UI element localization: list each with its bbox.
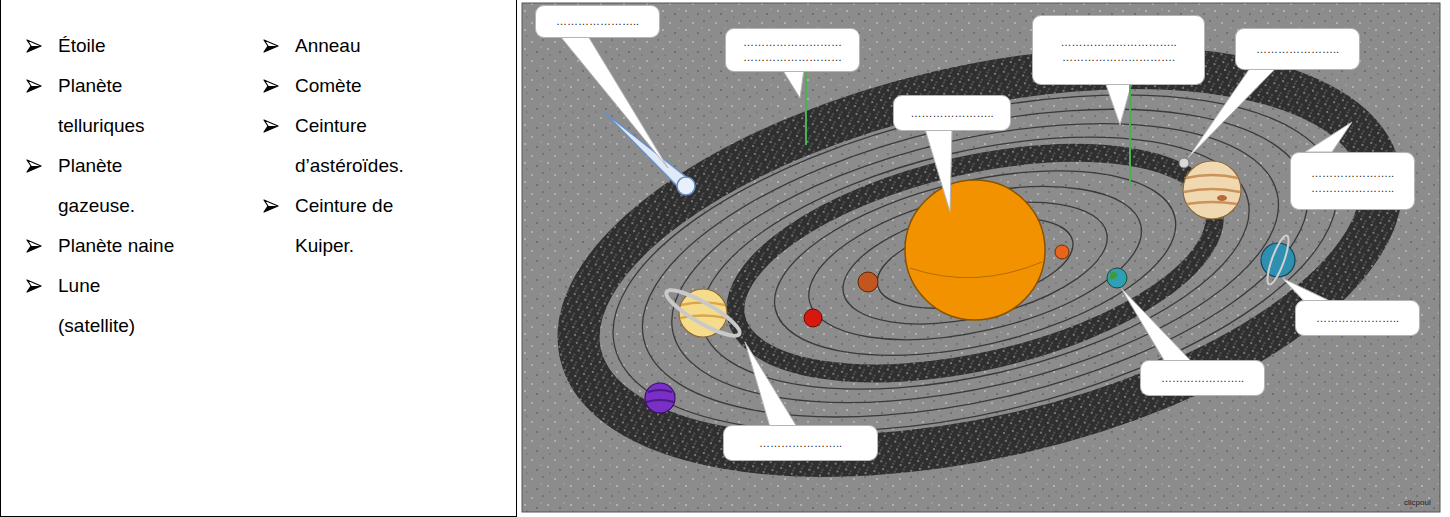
term-text: Planète telluriques [58,75,145,136]
term-list-item: Planète telluriques [58,66,178,146]
term-text: Anneau [295,35,361,56]
bullet-arrow [26,79,42,93]
term-list-item: Planète gazeuse. [58,146,178,226]
callout-bubble: ………………….. [723,425,878,461]
leader-line [1129,85,1131,185]
blank-answer-line: ………………….. [1256,42,1339,57]
orbits [757,137,1193,389]
term-text: Lune (satellite) [58,275,135,336]
term-list-item: Planète naine [58,226,258,266]
term-text: Planète naine [58,235,174,256]
blank-answer-line: ………………….. [1311,181,1394,196]
term-list-item: Étoile [58,26,238,66]
blank-answer-line: ………………….. [910,106,993,121]
earth [1107,268,1127,288]
bullet-arrow [263,199,279,213]
callout-bubble: ………………….. [1295,300,1420,336]
callout-bubble: ………………….. [893,95,1011,131]
callout-bubble: …………………..………………….. [1290,152,1415,210]
blank-answer-line: ………………….. [1311,166,1394,181]
blank-answer-line: ……………………… [743,50,842,65]
term-list-item: Ceinture d’astéroïdes. [295,106,445,186]
moon [1179,158,1189,168]
term-list-item: Lune (satellite) [58,266,158,346]
bullet-arrow [263,39,279,53]
term-text: Ceinture de Kuiper. [295,195,393,256]
term-list-item: Comète [295,66,495,106]
blank-answer-line: ………………….. [759,436,842,451]
term-text: Ceinture d’astéroïdes. [295,115,404,176]
watermark: clicpoul [1404,498,1431,507]
watermark-text: clicpoul [1404,498,1431,507]
sun [905,180,1045,320]
blank-answer-line: ………………….. [556,14,639,29]
bullet-arrow [26,159,42,173]
callout-bubble: ………………….. [1140,360,1265,396]
callout-bubble: …………………………..…………………………. [1032,15,1205,85]
table-border [0,0,1,517]
comet [604,112,695,195]
term-list-item: Anneau [295,26,495,66]
callout-bubble: ………………….. [535,5,660,38]
bullet-arrow [263,119,279,133]
saturn [662,283,745,342]
callout-tail [560,36,1352,427]
orbits [581,34,1370,493]
neptune [645,383,675,413]
bullet-arrow [263,79,279,93]
callout-bubble: ………………….. [1235,28,1360,70]
table-border [0,516,517,517]
jupiter [1183,161,1241,219]
mars [804,309,822,327]
bullet-arrow [26,39,42,53]
kuiper-belt [541,0,1419,517]
blank-answer-line: ………………….. [1161,371,1244,386]
blank-answer-line: ……………………… [743,35,842,50]
bullet-arrow [26,279,42,293]
term-list-item: Ceinture de Kuiper. [295,186,435,266]
blank-answer-line: ………………….. [1316,311,1399,326]
uranus [1261,234,1295,287]
blank-answer-line: …………………………. [1062,50,1175,65]
term-text: Planète gazeuse. [58,155,135,216]
table-border [516,0,517,517]
leader-line [805,72,807,145]
bullet-arrow [26,239,42,253]
venus [858,272,878,292]
mercury [1055,245,1069,259]
blank-answer-line: ………………………….. [1060,35,1176,50]
term-text: Comète [295,75,362,96]
callout-bubble: ……………………………………………… [725,28,860,72]
term-text: Étoile [58,35,106,56]
